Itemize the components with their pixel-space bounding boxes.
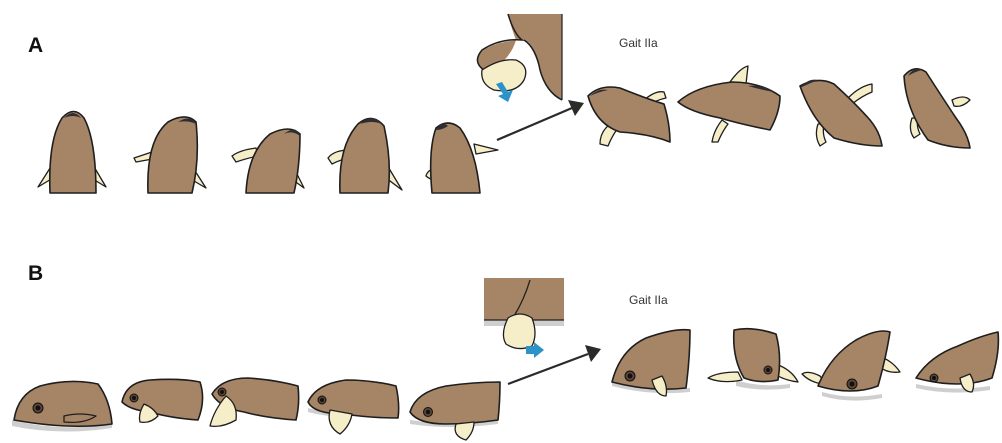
b-shark-8 <box>802 331 900 401</box>
transition-arrow-b <box>508 345 601 384</box>
a-shark-8 <box>800 80 882 146</box>
b-shark-3 <box>210 378 299 426</box>
a-shark-5 <box>426 123 498 193</box>
b-shark-4 <box>308 380 399 434</box>
a-shark-4 <box>328 118 402 193</box>
b-shark-2 <box>122 379 203 422</box>
b-shark-5 <box>410 382 500 440</box>
inset-b <box>484 278 564 358</box>
b-shark-7 <box>708 329 798 390</box>
a-shark-7 <box>678 66 780 142</box>
panel-b-sequence <box>12 278 998 440</box>
a-shark-1 <box>38 112 106 194</box>
inset-a <box>477 14 562 102</box>
b-shark-6 <box>612 330 690 396</box>
a-shark-2 <box>134 117 206 193</box>
a-shark-9 <box>904 69 970 148</box>
b-shark-1 <box>12 381 112 431</box>
b-shark-9 <box>916 332 998 393</box>
transition-arrow-a <box>497 100 584 140</box>
panel-a-sequence <box>38 14 970 193</box>
a-shark-6 <box>588 87 670 146</box>
a-shark-3 <box>232 129 304 193</box>
